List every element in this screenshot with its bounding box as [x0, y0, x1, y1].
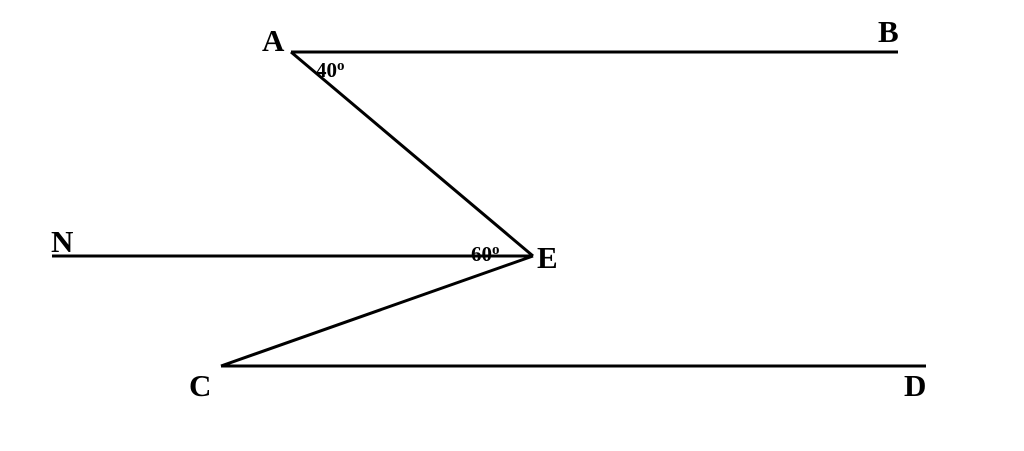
- point-label-n: N: [51, 224, 73, 259]
- point-label-e: E: [537, 240, 558, 275]
- angle-label-e: 60o: [471, 242, 500, 266]
- angle-e-value: 60: [471, 242, 492, 266]
- angle-a-degree: o: [337, 58, 345, 74]
- segment-ec: [220, 254, 534, 368]
- point-label-a: A: [262, 23, 285, 58]
- point-label-b: B: [878, 14, 899, 49]
- point-label-d: D: [904, 368, 926, 403]
- angle-e-degree: o: [492, 242, 500, 258]
- segment-ae: [290, 50, 534, 258]
- point-label-c: C: [189, 368, 211, 403]
- angle-label-a: 40o: [316, 58, 345, 82]
- angle-a-value: 40: [316, 58, 337, 82]
